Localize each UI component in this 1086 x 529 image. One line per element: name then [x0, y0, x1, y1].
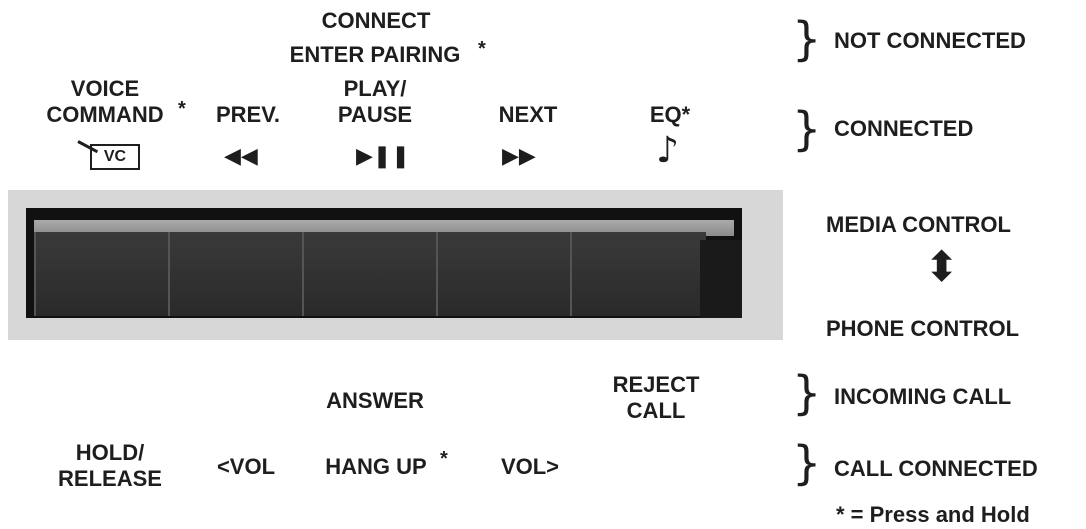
music-note-icon: ♪ [656, 130, 679, 171]
prev-button[interactable] [168, 232, 304, 316]
reject-call-label: REJECT CALL [596, 372, 716, 424]
eq-star: * [681, 102, 691, 127]
play-pause-label: PLAY/ PAUSE [320, 76, 430, 128]
panel-side [700, 240, 742, 318]
next-label: NEXT [498, 102, 558, 127]
enter-pairing-label: ENTER PAIRING [270, 42, 480, 68]
play-pause-button[interactable] [302, 232, 438, 316]
eq-label: EQ* [630, 102, 710, 128]
rewind-icon: ◀◀ [224, 144, 258, 169]
hang-up-label: HANG UP [306, 454, 446, 480]
fast-forward-icon: ▶▶ [502, 144, 536, 169]
next-button[interactable] [436, 232, 572, 316]
enter-pairing-text: ENTER PAIRING [289, 42, 461, 67]
call-connected-brace: } [792, 436, 822, 490]
voice-command-line1: VOICE [70, 76, 140, 101]
incoming-call-brace: } [792, 366, 822, 420]
enter-pairing-star: * [478, 38, 486, 60]
connected-label: CONNECTED [834, 116, 974, 141]
incoming-call-label: INCOMING CALL [834, 384, 1012, 409]
voice-command-label: VOICE COMMAND [30, 76, 180, 128]
up-down-arrow-icon: ⬍ [924, 242, 960, 291]
hold-release-label: HOLD/ RELEASE [40, 440, 180, 492]
play-pause-line2: PAUSE [337, 102, 413, 127]
vol-down-label: <VOL [216, 454, 276, 479]
voice-command-button[interactable] [34, 232, 170, 316]
not-connected-brace: } [792, 12, 822, 66]
voice-command-icon: VC [90, 144, 140, 170]
call-connected-label: CALL CONNECTED [834, 456, 1038, 481]
answer-label: ANSWER [326, 388, 424, 413]
eq-text: EQ [649, 102, 682, 127]
phone-control-label: PHONE CONTROL [826, 316, 1020, 341]
reject-call-line2: CALL [626, 398, 686, 423]
hang-up-text: HANG UP [325, 454, 427, 479]
play-pause-icon: ▶❚❚ [356, 144, 410, 169]
voice-command-line2: COMMAND [46, 102, 164, 127]
connect-label: CONNECT [321, 8, 431, 33]
reject-call-line1: REJECT [612, 372, 700, 397]
connected-brace: } [792, 102, 822, 156]
eq-button[interactable] [570, 232, 706, 316]
hold-release-line1: HOLD/ [75, 440, 145, 465]
voice-command-star: * [178, 98, 186, 120]
play-pause-line1: PLAY/ [343, 76, 407, 101]
prev-label: PREV. [215, 102, 280, 127]
not-connected-label: NOT CONNECTED [834, 28, 1026, 53]
vol-up-label: VOL> [500, 454, 560, 479]
press-and-hold-legend: * = Press and Hold [836, 502, 1030, 527]
hold-release-line2: RELEASE [58, 466, 162, 491]
vc-icon-text: VC [103, 148, 127, 165]
media-control-label: MEDIA CONTROL [826, 212, 1011, 237]
hang-up-star: * [440, 448, 448, 470]
